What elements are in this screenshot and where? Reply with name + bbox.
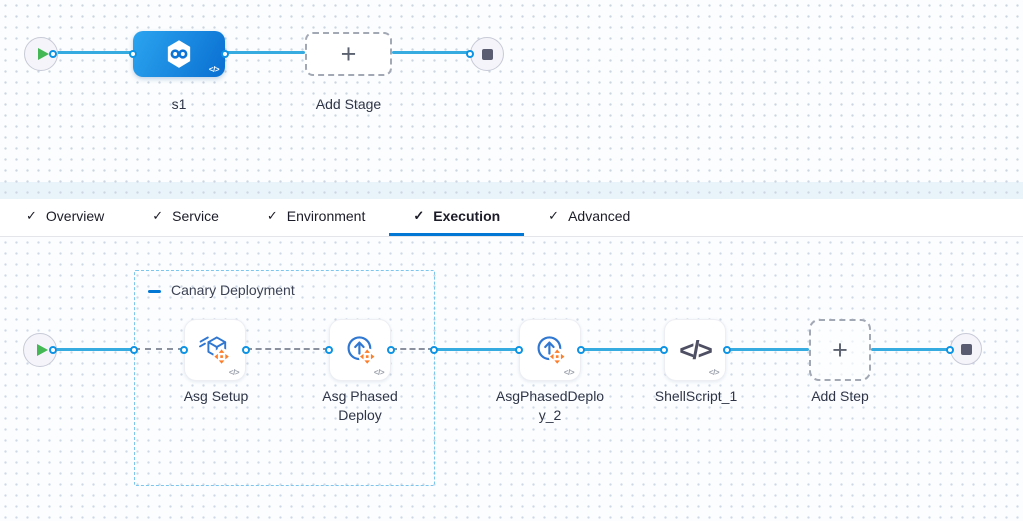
group-header: Canary Deployment (148, 282, 295, 298)
collapse-group-icon[interactable] (148, 290, 161, 293)
tab-label: Environment (286, 208, 366, 224)
add-stage-button[interactable]: + (305, 32, 392, 76)
tab-advanced[interactable]: ✓ Advanced (524, 199, 654, 236)
play-icon (36, 344, 48, 356)
stop-icon (481, 48, 493, 60)
check-icon: ✓ (26, 208, 37, 223)
connector-port[interactable] (946, 346, 954, 354)
plus-icon: + (832, 334, 848, 365)
stage-config-tabbar: ✓ Overview ✓ Service ✓ Environment ✓ Exe… (0, 199, 1023, 237)
yaml-code-badge: </> (208, 65, 220, 74)
shell-script-icon: </> (679, 334, 713, 365)
group-title: Canary Deployment (171, 282, 295, 298)
connector-port[interactable] (577, 346, 585, 354)
step-label: Asg Phased Deploy (322, 388, 398, 423)
add-stage-label: Add Stage (315, 96, 382, 112)
connector-line (40, 348, 134, 351)
connector-port[interactable] (129, 50, 137, 58)
add-step-label: Add Step (811, 388, 869, 404)
check-icon: ✓ (548, 208, 560, 223)
stop-icon (960, 343, 972, 355)
connector-line (871, 348, 950, 351)
yaml-code-badge: </> (373, 368, 385, 377)
connector-port[interactable] (49, 346, 57, 354)
step-label: AsgPhasedDeploy_2 (495, 388, 605, 423)
connector-line-dashed (391, 348, 434, 350)
step-card-asg-phased-deploy[interactable]: </> (329, 319, 391, 381)
connector-port[interactable] (660, 346, 668, 354)
step-card-shellscript-1[interactable]: </> </> (664, 319, 726, 381)
stage-node-s1[interactable]: </> (133, 31, 225, 77)
connector-port[interactable] (49, 50, 57, 58)
step-label: Asg Setup (183, 388, 249, 404)
connector-port[interactable] (325, 346, 333, 354)
cd-stage-icon (167, 40, 191, 68)
connector-line-dashed (246, 348, 329, 350)
check-icon: ✓ (413, 208, 425, 223)
pipeline-end-node (470, 37, 504, 71)
tab-environment[interactable]: ✓ Environment (243, 199, 390, 236)
add-step-button[interactable]: + (809, 319, 871, 381)
stage-label: s1 (171, 96, 187, 112)
phased-deploy-icon (347, 336, 376, 365)
connector-port[interactable] (180, 346, 188, 354)
tab-service[interactable]: ✓ Service (128, 199, 243, 236)
yaml-code-badge: </> (228, 368, 240, 377)
connector-port[interactable] (430, 346, 438, 354)
yaml-code-badge: </> (563, 368, 575, 377)
connector-line-dashed (134, 348, 184, 350)
asg-setup-icon (199, 336, 230, 365)
tab-label: Execution (433, 208, 501, 224)
connector-line (225, 51, 305, 54)
connector-port[interactable] (242, 346, 250, 354)
tab-label: Overview (45, 208, 105, 224)
stage-canvas[interactable]: </> + s1 Add Stage (0, 0, 1023, 199)
connector-port[interactable] (387, 346, 395, 354)
step-label: ShellScript_1 (654, 388, 738, 404)
connector-port[interactable] (221, 50, 229, 58)
yaml-code-badge: </> (708, 368, 720, 377)
check-icon: ✓ (152, 208, 164, 223)
check-icon: ✓ (266, 208, 278, 223)
connector-port[interactable] (130, 346, 138, 354)
tab-label: Service (172, 208, 219, 224)
tab-execution[interactable]: ✓ Execution (389, 199, 525, 236)
phased-deploy-icon (537, 336, 566, 365)
step-card-asg-phased-deploy-2[interactable]: </> (519, 319, 581, 381)
connector-port[interactable] (515, 346, 523, 354)
connector-line (581, 348, 664, 351)
step-card-asg-setup[interactable]: </> (184, 319, 246, 381)
step-group-canary-deployment[interactable]: Canary Deployment (134, 270, 435, 486)
execution-canvas[interactable]: Canary Deployment </> (0, 237, 1023, 521)
connector-line (727, 348, 809, 351)
connector-line (392, 51, 470, 54)
play-icon (37, 48, 49, 60)
plus-icon: + (340, 38, 357, 69)
tab-overview[interactable]: ✓ Overview (2, 199, 128, 236)
connector-port[interactable] (723, 346, 731, 354)
connector-line (434, 348, 519, 351)
tab-label: Advanced (568, 208, 631, 224)
execution-end-node (950, 333, 982, 365)
connector-line (53, 51, 133, 54)
connector-port[interactable] (466, 50, 474, 58)
